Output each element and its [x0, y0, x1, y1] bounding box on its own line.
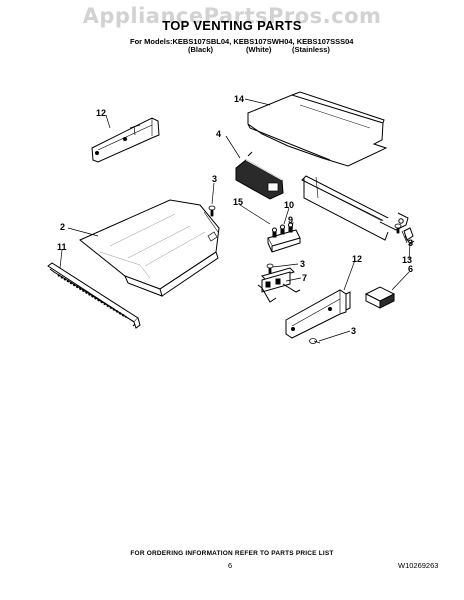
part-12-bracket-upper: [91, 117, 160, 163]
ordering-note: FOR ORDERING INFORMATION REFER TO PARTS …: [130, 550, 334, 557]
part-7-bracket: [257, 267, 301, 303]
callout-12-upper: 12: [96, 108, 106, 118]
screw-part-3-right: [394, 223, 402, 234]
callout-10: 10: [284, 200, 294, 210]
screw-near-part-9: [266, 263, 274, 274]
finish-stainless: (Stainless): [292, 45, 330, 54]
callout-14: 14: [234, 94, 244, 104]
page-title: TOP VENTING PARTS: [162, 18, 302, 33]
callout-7: 7: [302, 273, 307, 283]
callout-2: 2: [60, 222, 65, 232]
part-4-switch-assembly: [235, 151, 284, 200]
callout-13: 13: [402, 255, 412, 265]
parts-15-10-9-terminal-block: [267, 222, 301, 253]
watermark: AppliancePartsPros.com: [82, 4, 382, 28]
page-number: 6: [228, 561, 233, 570]
part-6-block: [364, 286, 396, 309]
callout-3-bottom: 3: [351, 326, 356, 336]
model-list: For Models:KEBS107SBL04, KEBS107SWH04, K…: [130, 37, 354, 46]
callout-4: 4: [216, 129, 221, 139]
leader-lines: [59, 98, 411, 342]
document-code: W10269263: [398, 561, 439, 570]
part-14-vent-panel: [247, 91, 388, 167]
callout-12-lower: 12: [352, 254, 362, 264]
callout-6: 6: [408, 264, 413, 274]
side-rail-right: [301, 175, 409, 241]
screw-part-3-bottom: [309, 338, 321, 344]
part-12-bracket-lower: [285, 289, 351, 339]
part-11-slide-rail: [47, 262, 141, 329]
callout-15: 15: [233, 197, 243, 207]
callout-3-left: 3: [212, 174, 217, 184]
callout-3-mid: 3: [300, 259, 305, 269]
screw-part-3-left: [208, 205, 216, 217]
part-2-cover-plate: [79, 199, 220, 297]
callout-11: 11: [57, 242, 67, 252]
finish-black: (Black): [188, 45, 214, 54]
part-13-clip: [403, 227, 415, 245]
finish-white: (White): [246, 45, 272, 54]
callout-3-right: 3: [408, 238, 413, 248]
callout-9: 9: [288, 215, 293, 225]
